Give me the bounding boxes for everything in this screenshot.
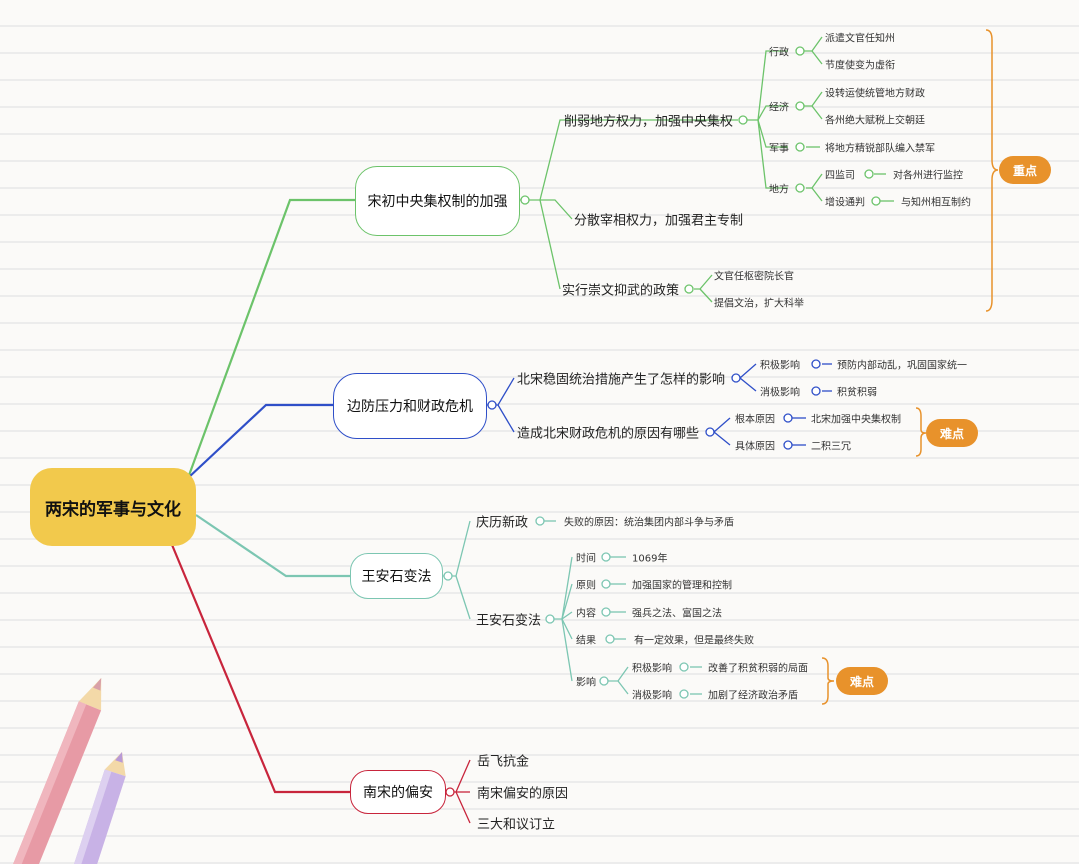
- leaf-text[interactable]: 设转运使统管地方财政: [825, 88, 925, 100]
- label-principle[interactable]: 原则: [576, 580, 596, 592]
- label-difang[interactable]: 地方: [769, 184, 789, 196]
- label-negative[interactable]: 消极影响: [632, 690, 672, 702]
- leaf-text[interactable]: 加强国家的管理和控制: [632, 580, 732, 592]
- label-content[interactable]: 内容: [576, 608, 596, 620]
- root-node[interactable]: 两宋的军事与文化: [30, 468, 196, 546]
- leaf-text[interactable]: 失败的原因：统治集团内部斗争与矛盾: [564, 517, 734, 529]
- leaf-text[interactable]: 四监司: [825, 170, 855, 182]
- leaf-text[interactable]: 加剧了经济政治矛盾: [708, 690, 798, 702]
- label-positive[interactable]: 积极影响: [632, 663, 672, 675]
- leaf-text[interactable]: 预防内部动乱，巩固国家统一: [837, 360, 967, 372]
- leaf-text[interactable]: 北宋加强中央集权制: [811, 414, 901, 426]
- topic-reasons[interactable]: 南宋偏安的原因: [477, 786, 569, 802]
- topic-wang-anshi[interactable]: 王安石变法: [476, 613, 542, 629]
- topic-split-chancellor[interactable]: 分散宰相权力，加强君主专制: [574, 213, 744, 229]
- pencil-illustration: [7, 678, 126, 864]
- branch-wang-anshi-reform[interactable]: 王安石变法: [350, 553, 443, 599]
- label-direct-cause[interactable]: 具体原因: [735, 441, 775, 453]
- topic-yue-fei[interactable]: 岳飞抗金: [477, 754, 530, 770]
- label-root-cause[interactable]: 根本原因: [735, 414, 775, 426]
- topic-qingli-reform[interactable]: 庆历新政: [476, 515, 529, 531]
- leaf-text[interactable]: 有一定效果，但是最终失败: [634, 635, 754, 647]
- label-time[interactable]: 时间: [576, 553, 596, 565]
- leaf-text[interactable]: 节度使变为虚衔: [825, 60, 895, 72]
- label-jingji[interactable]: 经济: [769, 102, 789, 114]
- leaf-text[interactable]: 文官任枢密院长官: [714, 271, 794, 283]
- topic-crisis-causes[interactable]: 造成北宋财政危机的原因有哪些: [517, 426, 700, 442]
- leaf-text[interactable]: 1069年: [632, 553, 668, 565]
- label-positive[interactable]: 积极影响: [760, 360, 800, 372]
- tag-key-point: 重点: [999, 156, 1051, 184]
- label-result[interactable]: 结果: [576, 635, 596, 647]
- branch-southern-song[interactable]: 南宋的偏安: [350, 770, 446, 814]
- leaf-text[interactable]: 强兵之法、富国之法: [632, 608, 722, 620]
- topic-weaken-local[interactable]: 削弱地方权力，加强中央集权: [564, 114, 734, 130]
- leaf-text[interactable]: 各州绝大赋税上交朝廷: [825, 115, 925, 127]
- tag-difficult-point: 难点: [926, 419, 978, 447]
- label-xingzheng[interactable]: 行政: [769, 47, 789, 59]
- leaf-text[interactable]: 与知州相互制约: [901, 197, 971, 209]
- leaf-text[interactable]: 改善了积贫积弱的局面: [708, 663, 808, 675]
- leaf-text[interactable]: 积贫积弱: [837, 387, 877, 399]
- topic-impact[interactable]: 北宋稳固统治措施产生了怎样的影响: [517, 372, 726, 388]
- topic-peace-treaties[interactable]: 三大和议订立: [477, 817, 556, 833]
- label-junshi[interactable]: 军事: [769, 143, 789, 155]
- leaf-text[interactable]: 增设通判: [825, 197, 865, 209]
- leaf-text[interactable]: 对各州进行监控: [893, 170, 963, 182]
- leaf-text[interactable]: 提倡文治，扩大科举: [714, 298, 804, 310]
- label-negative[interactable]: 消极影响: [760, 387, 800, 399]
- tag-difficult-point: 难点: [836, 667, 888, 695]
- label-impact[interactable]: 影响: [576, 677, 596, 689]
- branch-border-finance[interactable]: 边防压力和财政危机: [333, 373, 487, 439]
- branch-centralization[interactable]: 宋初中央集权制的加强: [355, 166, 520, 236]
- leaf-text[interactable]: 二积三冗: [811, 441, 851, 453]
- leaf-text[interactable]: 将地方精锐部队编入禁军: [825, 143, 935, 155]
- topic-civil-over-military[interactable]: 实行崇文抑武的政策: [562, 283, 680, 299]
- leaf-text[interactable]: 派遣文官任知州: [825, 33, 895, 45]
